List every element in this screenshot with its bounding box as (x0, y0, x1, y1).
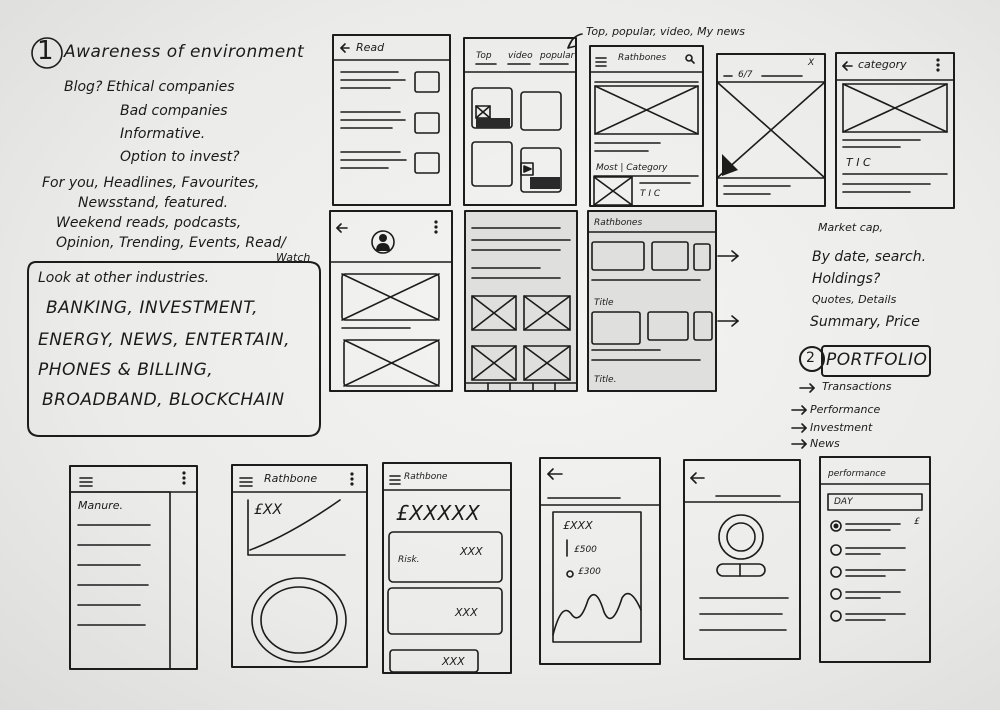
investment-xxx-2: XXX (455, 606, 478, 619)
frame-rathbone-chart (231, 464, 368, 668)
frame-performance-title: performance (828, 469, 886, 479)
opinion-line: Opinion, Trending, Events, Read/ (56, 235, 286, 251)
frame-rathbone-chart-content (231, 472, 368, 663)
frame-article-grid-content (464, 227, 578, 392)
newsstand-line: Newsstand, featured. (78, 195, 229, 211)
watch-word: Watch (276, 251, 311, 264)
section2-number: 2 (806, 350, 815, 366)
frame-rathbones-search (589, 45, 704, 207)
investment-xxx-1: XXX (460, 545, 483, 558)
section1-title: Awareness of environment (64, 42, 305, 62)
tabs-hatch-1 (476, 118, 510, 128)
performance-day: DAY (834, 497, 853, 507)
industries-line4: BROADBAND, BLOCKCHAIN (42, 390, 285, 410)
bad-companies: Bad companies (120, 103, 228, 119)
frame-rathbones-list-content (587, 231, 739, 361)
balance-amount: £XXX (563, 519, 593, 532)
portfolio-box (821, 345, 931, 377)
section2-circle (799, 346, 825, 372)
frame-rathbone-investment-title: Rathbone (404, 472, 448, 482)
tab-video: video (508, 51, 533, 61)
tabs-hatch-2 (530, 177, 560, 189)
informative: Informative. (120, 126, 206, 142)
media-close: X (808, 58, 815, 68)
media-counter: 6/7 (738, 70, 753, 80)
profile-avatar-icon (376, 243, 390, 251)
tab-top: Top (476, 51, 492, 61)
section1-number: 1 (37, 36, 54, 66)
portfolio-news: News (810, 437, 840, 450)
frame-rathbones-search-title: Rathbones (618, 53, 667, 63)
frame-read-title: Read (356, 41, 385, 54)
frame-rathbones-list (587, 210, 717, 392)
section1-circle (31, 37, 63, 69)
investment-big-amount: £XXXXX (396, 501, 481, 525)
investment-xxx-3: XXX (442, 655, 465, 668)
option-invest: Option to invest? (120, 149, 240, 165)
industries-line2: ENERGY, NEWS, ENTERTAIN, (38, 330, 291, 350)
menu-label: Manure. (78, 499, 123, 512)
balance-e300: £300 (578, 567, 601, 577)
portfolio-investment: Investment (810, 421, 873, 434)
frame-rathbone-investment (382, 462, 512, 674)
portfolio-transactions: Transactions (822, 380, 892, 393)
for-you-line: For you, Headlines, Favourites, (42, 175, 260, 191)
frame-read (332, 34, 451, 206)
risk-label: Risk. (398, 555, 420, 565)
frame-profile (329, 210, 453, 392)
frame-menu (69, 465, 198, 670)
tic-small: T I C (640, 189, 661, 199)
portfolio-arrows (791, 383, 815, 449)
frame-performance (819, 456, 931, 663)
performance-selected-dot (833, 523, 839, 529)
frame-article-grid (464, 210, 578, 392)
market-cap: Market cap, (818, 221, 883, 234)
frame-profile-content (329, 220, 453, 387)
rathbone-amount: £XX (254, 502, 283, 518)
weekend-line: Weekend reads, podcasts, (56, 215, 242, 231)
industries-box (27, 261, 321, 437)
frame-media-viewer (716, 53, 826, 207)
industries-line3: PHONES & BILLING, (38, 360, 214, 380)
industries-line1: BANKING, INVESTMENT, (46, 298, 259, 318)
frame-rathbones-list-fill (588, 211, 716, 391)
frame-category-content (835, 58, 955, 193)
frame-performance-content (819, 483, 931, 622)
summary: Summary, Price (810, 314, 920, 330)
frame-tabs (463, 37, 577, 206)
frame-balance (539, 457, 661, 665)
media-play-icon (722, 154, 738, 176)
frame-category (835, 52, 955, 209)
frame-rathbone-title: Rathbone (264, 472, 318, 485)
frame-category-title: category (858, 58, 907, 71)
most-category: Most | Category (596, 163, 668, 173)
rathbones-list-title-1: Title (594, 298, 614, 308)
top-annotation: Top, popular, video, My news (586, 25, 746, 38)
frame-read-content (332, 43, 451, 174)
frame-menu-content (69, 471, 198, 670)
holdings: Holdings? (812, 271, 881, 287)
tic-large: T I C (846, 156, 871, 169)
portfolio-performance: Performance (810, 403, 881, 416)
frame-balance-content (539, 468, 661, 643)
performance-pound: £ (914, 517, 920, 527)
frame-profile-detail (683, 459, 801, 660)
frame-rathbones-search-content (589, 54, 704, 206)
quotes: Quotes, Details (812, 293, 897, 306)
section2-title: PORTFOLIO (826, 350, 928, 370)
profile-avatar-head (379, 234, 387, 242)
frame-rathbones-list-title: Rathbones (594, 218, 643, 228)
rathbones-list-title-2: Title. (594, 375, 617, 385)
frame-profile-detail-content (683, 472, 801, 631)
tab-popular: popular (540, 51, 575, 61)
frame-rathbone-investment-content (382, 475, 512, 673)
industries-heading: Look at other industries. (38, 270, 210, 286)
frame-article-grid-fill (465, 211, 577, 391)
by-date: By date, search. (812, 249, 927, 265)
blog-line: Blog? Ethical companies (64, 79, 235, 95)
frame-media-viewer-content (716, 75, 826, 195)
balance-e500: £500 (574, 545, 597, 555)
